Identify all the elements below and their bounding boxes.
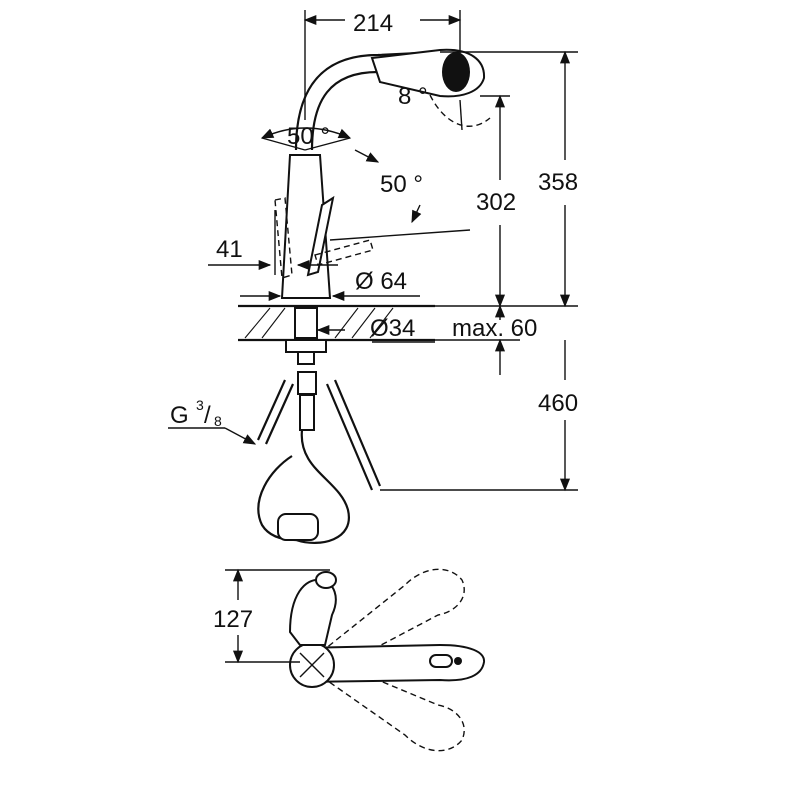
hole-diameter-label: Ø34 [370,315,415,342]
hoses [256,371,382,544]
spray-angle-label: 8 ° [398,83,428,110]
lever-angle-label: 50 ° [380,171,423,198]
plan-lever [288,578,337,646]
connection-fraction-numerator: 3 [196,397,204,413]
swivel-angle-label: 50 ° [287,123,330,150]
spout-height-label: 302 [476,189,516,216]
connection-fraction-slash: / [204,402,211,429]
hose-length-label: 460 [538,390,578,417]
connection-fraction-denominator: 8 [214,413,222,429]
connection-thread-label: G [170,402,189,429]
deck-thickness-label: max. 60 [452,315,537,342]
overall-height-label: 358 [538,169,578,196]
deck-section [238,304,435,342]
lever [306,195,335,277]
plan-view [225,568,485,752]
spout-reach-label: 214 [353,10,393,37]
dimension-lines [168,10,578,492]
plan-depth-label: 127 [213,606,253,633]
base-diameter-label: Ø 64 [355,268,407,295]
lever-offset-label: 41 [216,236,243,263]
side-elevation [238,48,491,544]
